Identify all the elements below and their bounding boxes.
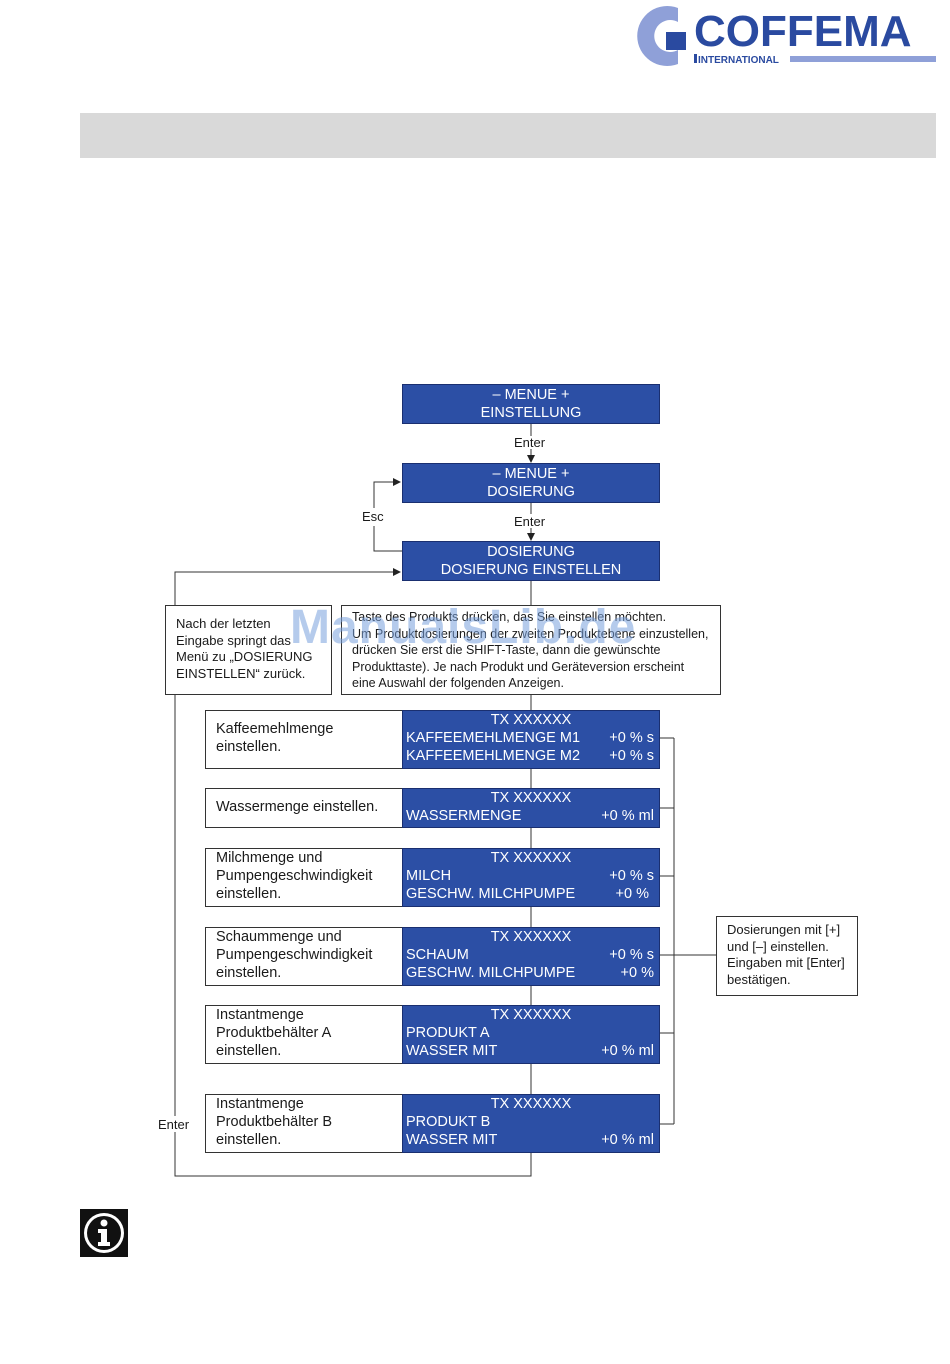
display-line-value: +0 % s — [609, 730, 654, 746]
display-line: EINSTELLUNG — [480, 405, 582, 421]
note-line: Taste des Produkts drücken, das Sie eins… — [352, 610, 667, 624]
watermark: ManualsLib.de — [290, 601, 637, 654]
display-line-value: +0 % — [620, 965, 654, 981]
display-line-label: SCHAUM — [406, 947, 469, 963]
description-line: Kaffeemehlmenge — [216, 721, 334, 737]
note-line: EINSTELLEN“ zurück. — [176, 665, 306, 681]
logo-text: COFFEMA — [694, 7, 912, 56]
description-line: Milchmenge und — [216, 850, 323, 866]
enter-label: Enter — [514, 514, 546, 529]
note-line: Nach der letzten — [176, 616, 271, 631]
display-wassermenge: TX XXXXXX WASSERMENGE +0 % ml — [402, 788, 660, 828]
enter-label: Enter — [514, 435, 546, 450]
display-line-label: GESCHW. MILCHPUMPE — [406, 965, 576, 981]
description-line: einstellen. — [216, 1132, 282, 1148]
description-line: einstellen. — [216, 739, 282, 755]
display-line-label: MILCH — [406, 868, 452, 884]
info-icon — [80, 1209, 128, 1257]
note-line: Menü zu „DOSIERUNG — [176, 649, 313, 664]
enter-label: Enter — [158, 1117, 190, 1132]
row-description-schaummenge: Schaummenge und Pumpengeschwindigkeit ei… — [205, 927, 403, 986]
row-description-milchmenge: Milchmenge und Pumpengeschwindigkeit ein… — [205, 848, 403, 907]
display-line-label: KAFFEEMEHLMENGE M1 — [406, 730, 581, 746]
logo-subtext: INTERNATIONAL — [698, 55, 779, 66]
display-header: TX XXXXXX — [490, 1096, 572, 1112]
description-line: Instantmenge — [216, 1007, 304, 1023]
note-product-key-info: Taste des Produkts drücken, das Sie eins… — [341, 605, 721, 695]
display-line-label: WASSER MIT — [406, 1043, 498, 1059]
description-line: Pumpengeschwindigkeit — [216, 947, 373, 963]
note-adjust-info: Dosierungen mit [+] und [–] einstellen. … — [716, 916, 858, 996]
display-header: TX XXXXXX — [490, 929, 572, 945]
display-header: TX XXXXXX — [490, 1007, 572, 1023]
display-line-value: +0 % s — [609, 748, 654, 764]
row-description-produkt-b: Instantmenge Produktbehälter B einstelle… — [205, 1094, 403, 1153]
note-line: Eingabe springt das — [176, 632, 291, 648]
display-schaummenge: TX XXXXXX SCHAUM +0 % s GESCHW. MILCHPUMP… — [402, 927, 660, 986]
description-line: einstellen. — [216, 1043, 282, 1059]
note-line: Produkttaste). Je nach Produkt und Gerät… — [352, 659, 685, 674]
section-header-bar — [80, 113, 936, 158]
note-line: bestätigen. — [727, 971, 791, 987]
display-header: TX XXXXXX — [490, 712, 572, 728]
display-milchmenge: TX XXXXXX MILCH +0 % s GESCHW. MILCHPUMPE… — [402, 848, 660, 907]
logo-c-mark-icon — [637, 6, 686, 67]
description-line: Produktbehälter B — [216, 1114, 333, 1130]
display-kaffeemehlmenge: TX XXXXXX KAFFEEMEHLMENGE M1 +0 % s KAFFE… — [402, 710, 660, 769]
display-line-value: +0 % ml — [601, 808, 654, 824]
display-line-value: +0 % s — [609, 868, 654, 884]
display-line: DOSIERUNG — [487, 484, 575, 500]
display-line-value: +0 % — [615, 886, 649, 902]
note-return-info: Nach der letzten Eingabe springt das Men… — [165, 605, 332, 695]
display-dosierung-einstellen: DOSIERUNG DOSIERUNG EINSTELLEN — [402, 541, 660, 581]
display-line-value: +0 % s — [609, 947, 654, 963]
description-line: Pumpengeschwindigkeit — [216, 868, 373, 884]
display-header: TX XXXXXX — [490, 790, 572, 806]
description-line: Instantmenge — [216, 1096, 304, 1112]
display-line-value: +0 % ml — [601, 1043, 654, 1059]
display-produkt-b: TX XXXXXX PRODUKT B WASSER MIT +0 % ml — [402, 1094, 660, 1153]
display-line-label: WASSERMENGE — [406, 808, 522, 824]
esc-label: Esc — [362, 509, 384, 524]
display-menue-dosierung: – MENUE + DOSIERUNG — [402, 463, 660, 503]
note-line: und [–] einstellen. — [727, 938, 829, 954]
row-description-wassermenge: Wassermenge einstellen. — [205, 788, 403, 828]
note-line: Dosierungen mit [+] — [727, 922, 841, 937]
display-line-value: +0 % ml — [601, 1132, 654, 1148]
display-line-label: PRODUKT B — [406, 1114, 491, 1130]
display-line-label: WASSER MIT — [406, 1132, 498, 1148]
row-description-kaffeemehlmenge: Kaffeemehlmenge einstellen. — [205, 710, 403, 769]
display-line: DOSIERUNG — [487, 544, 575, 560]
display-line-label: PRODUKT A — [406, 1025, 490, 1041]
row-description-produkt-a: Instantmenge Produktbehälter A einstelle… — [205, 1005, 403, 1064]
note-line: eine Auswahl der folgenden Anzeigen. — [352, 676, 564, 690]
note-line: drücken Sie erst die SHIFT-Taste, dann d… — [352, 643, 661, 657]
description-line: Schaummenge und — [216, 929, 342, 945]
display-produkt-a: TX XXXXXX PRODUKT A WASSER MIT +0 % ml — [402, 1005, 660, 1064]
display-menue-einstellung: – MENUE + EINSTELLUNG — [402, 384, 660, 424]
description-line: einstellen. — [216, 886, 282, 902]
description-line: Produktbehälter A — [216, 1025, 332, 1041]
display-line: – MENUE + — [492, 387, 570, 403]
display-header: TX XXXXXX — [490, 850, 572, 866]
display-line-label: KAFFEEMEHLMENGE M2 — [406, 748, 581, 764]
note-line: Eingaben mit [Enter] — [727, 955, 845, 970]
description-line: Wassermenge einstellen. — [216, 799, 379, 815]
coffema-logo: COFFEMA INTERNATIONAL — [637, 6, 936, 67]
note-line: Um Produktdosierungen der zweiten Produk… — [352, 626, 709, 641]
description-line: einstellen. — [216, 965, 282, 981]
display-line-label: GESCHW. MILCHPUMPE — [406, 886, 576, 902]
display-line: – MENUE + — [492, 466, 570, 482]
display-line: DOSIERUNG EINSTELLEN — [440, 562, 622, 578]
